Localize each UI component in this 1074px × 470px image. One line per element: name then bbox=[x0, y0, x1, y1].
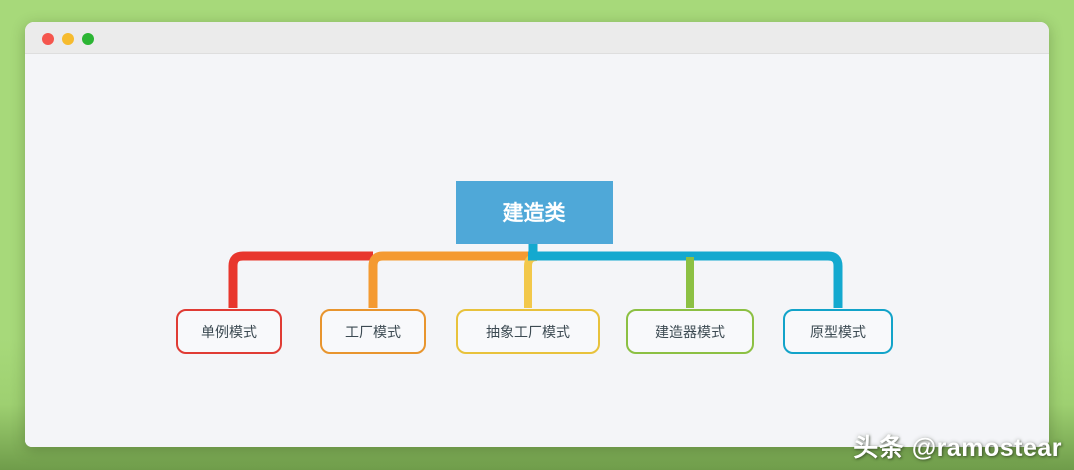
root-node[interactable]: 建造类 bbox=[456, 181, 613, 244]
connector-branch-1 bbox=[228, 251, 373, 308]
leaf-node-5[interactable]: 原型模式 bbox=[783, 309, 893, 354]
leaf-node-4[interactable]: 建造器模式 bbox=[626, 309, 754, 354]
leaf-node-box[interactable] bbox=[320, 309, 426, 354]
leaf-node-1[interactable]: 单例模式 bbox=[176, 309, 282, 354]
root-node-box[interactable] bbox=[456, 181, 613, 244]
leaf-node-3[interactable]: 抽象工厂模式 bbox=[456, 309, 600, 354]
mindmap-canvas: 建造类 单例模式 工厂模式 抽象工厂模式 建造器模式 bbox=[25, 54, 1049, 447]
minimize-button[interactable] bbox=[62, 33, 74, 45]
browser-window: 建造类 单例模式 工厂模式 抽象工厂模式 建造器模式 bbox=[25, 22, 1049, 447]
leaf-node-box[interactable] bbox=[456, 309, 600, 354]
mindmap-diagram: 建造类 单例模式 工厂模式 抽象工厂模式 建造器模式 bbox=[176, 181, 893, 354]
leaf-node-label: 抽象工厂模式 bbox=[486, 324, 570, 340]
leaf-node-label: 工厂模式 bbox=[345, 324, 401, 340]
maximize-button[interactable] bbox=[82, 33, 94, 45]
connector-layer bbox=[228, 244, 843, 308]
connector-branch-2 bbox=[368, 251, 528, 308]
leaf-node-2[interactable]: 工厂模式 bbox=[320, 309, 426, 354]
leaf-node-box[interactable] bbox=[783, 309, 893, 354]
leaf-node-label: 单例模式 bbox=[201, 324, 257, 340]
window-titlebar bbox=[25, 22, 1049, 54]
leaf-node-label: 建造器模式 bbox=[655, 324, 725, 340]
root-node-label: 建造类 bbox=[503, 201, 567, 225]
leaf-node-box[interactable] bbox=[176, 309, 282, 354]
connector-branch-3 bbox=[524, 253, 538, 308]
leaf-node-label: 原型模式 bbox=[810, 324, 866, 340]
watermark-text: 头条 @ramostear bbox=[853, 434, 1062, 462]
close-button[interactable] bbox=[42, 33, 54, 45]
connector-trunk-right bbox=[528, 251, 843, 308]
leaf-node-box[interactable] bbox=[626, 309, 754, 354]
